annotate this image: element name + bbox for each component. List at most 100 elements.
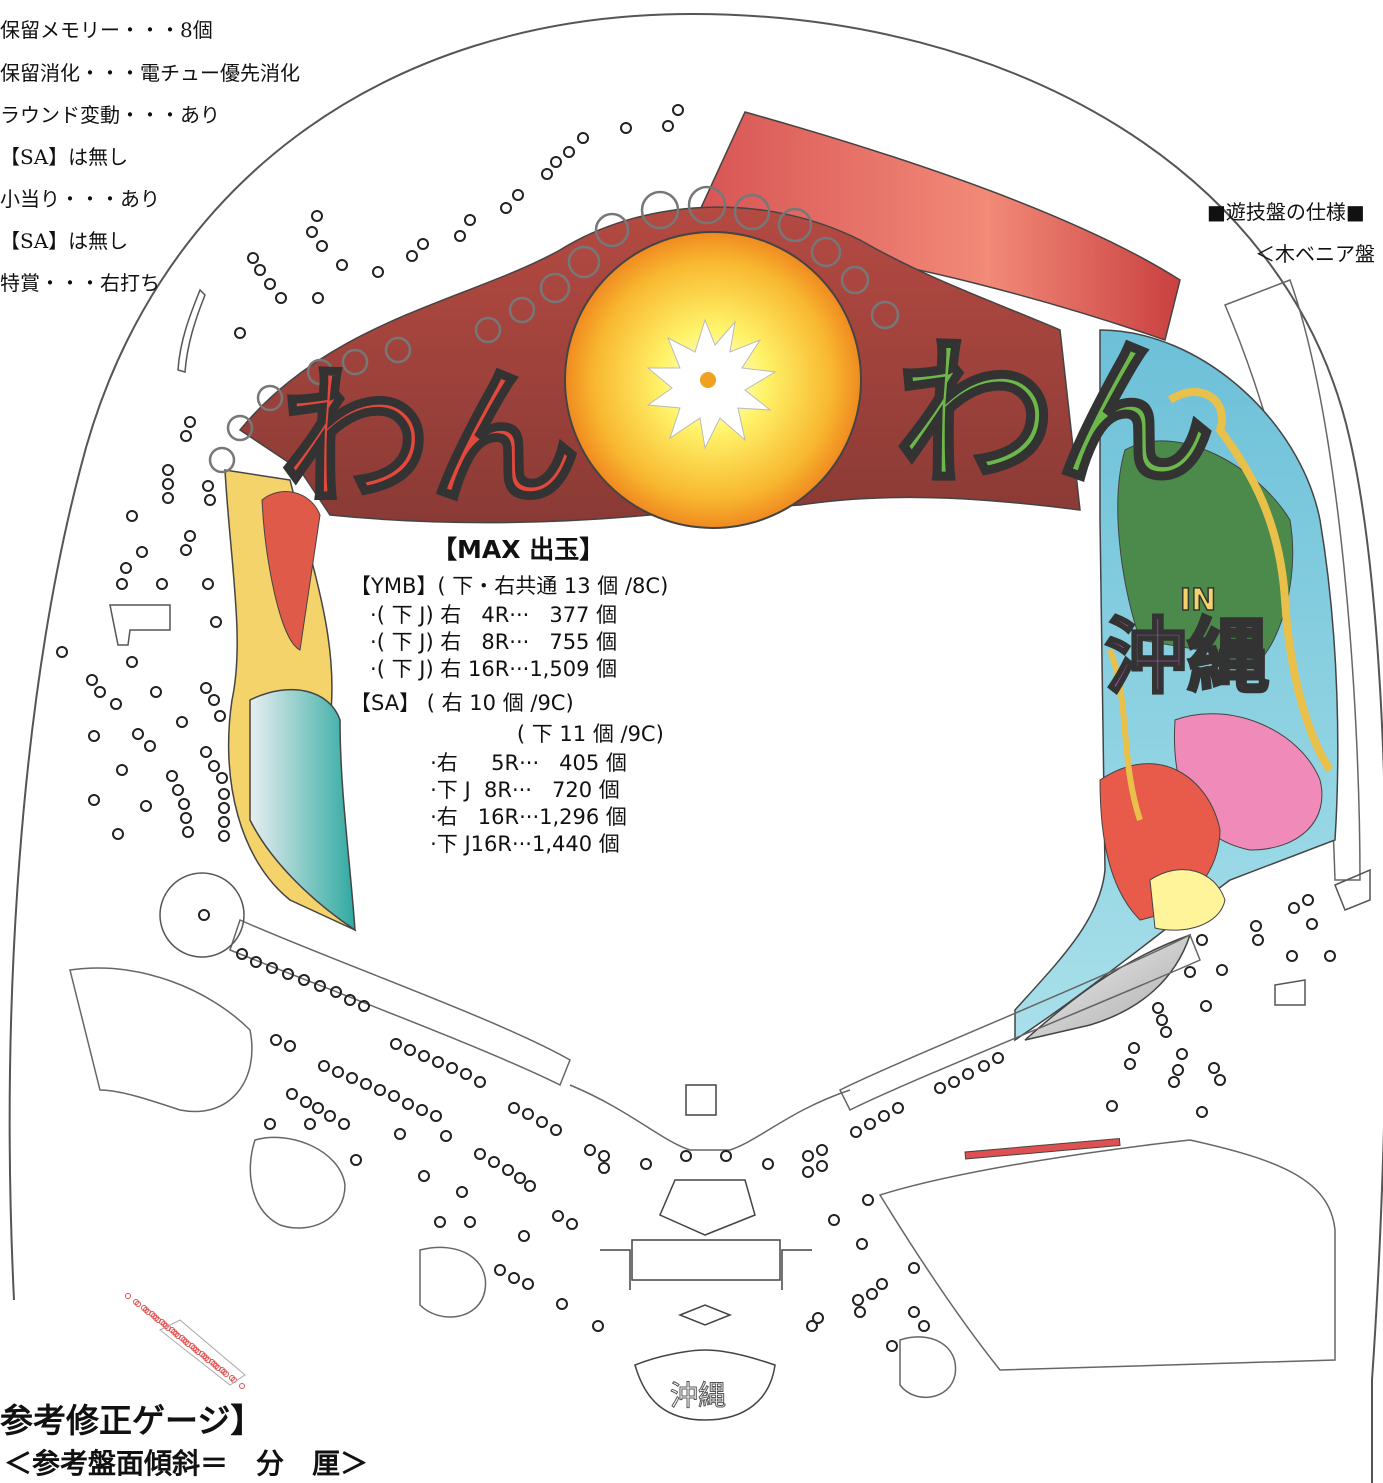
nail <box>908 1262 920 1274</box>
nail <box>508 1102 520 1114</box>
nail <box>866 1288 878 1300</box>
max-line-ymb-4r: ·( 下 J) 右 4R··· 377 個 <box>350 603 618 627</box>
nail-pins <box>56 104 1336 1352</box>
spec-sa-none-1: 【SA】は無し <box>0 145 129 169</box>
red-nail-bundle-outline <box>159 1319 246 1386</box>
nail <box>680 1150 692 1162</box>
nail <box>850 1126 862 1138</box>
nail <box>314 980 326 992</box>
nail <box>140 800 152 812</box>
nail <box>474 1148 486 1160</box>
nail <box>864 1118 876 1130</box>
nail <box>374 1084 386 1096</box>
nail <box>978 1060 990 1072</box>
max-line-sa-5r: ·右 5R··· 405 個 <box>350 751 627 775</box>
nail <box>176 716 188 728</box>
max-line-sa: 【SA】 ( 右 10 個 /9C) <box>350 691 574 715</box>
nail <box>180 430 192 442</box>
red-nail <box>169 1327 175 1333</box>
gauge-subtitle: ＜参考盤面傾斜＝ 分 厘＞ <box>4 1447 369 1480</box>
nail <box>282 968 294 980</box>
nail <box>456 1186 468 1198</box>
nail <box>892 1102 904 1114</box>
red-nail <box>141 1305 147 1311</box>
nail <box>311 210 323 222</box>
nail <box>406 250 418 262</box>
nail <box>434 1216 446 1228</box>
nail <box>156 578 168 590</box>
nail <box>502 1164 514 1176</box>
center-attacker-wings <box>600 1249 812 1290</box>
board-spec-title: ■遊技盤の仕様■ <box>1207 200 1365 224</box>
red-nail <box>125 1293 131 1299</box>
nail <box>508 1272 520 1284</box>
nail <box>1286 950 1298 962</box>
nail <box>418 1170 430 1182</box>
nail <box>338 1118 350 1130</box>
nail <box>856 1238 868 1250</box>
nail <box>1306 918 1318 930</box>
nail <box>672 104 684 116</box>
nail <box>304 1118 316 1130</box>
nail <box>204 494 216 506</box>
nail <box>284 1040 296 1052</box>
nail <box>184 530 196 542</box>
nail <box>116 578 128 590</box>
spec-memory: 保留メモリー・・・8個 <box>0 18 213 42</box>
nail <box>566 1218 578 1230</box>
center-funnel <box>569 1084 851 1151</box>
nail <box>180 544 192 556</box>
sun-core <box>700 372 716 388</box>
nail <box>210 616 222 628</box>
nail <box>270 1034 282 1046</box>
nail <box>500 202 512 214</box>
lower-left-pocket <box>69 967 253 1113</box>
left-pillar-red <box>261 491 321 651</box>
nail <box>144 740 156 752</box>
nail <box>344 994 356 1006</box>
island-right <box>899 1336 957 1399</box>
nail <box>56 646 68 658</box>
nail <box>464 214 476 226</box>
nail <box>460 1068 472 1080</box>
nail <box>330 986 342 998</box>
nail <box>360 1078 372 1090</box>
nail <box>136 546 148 558</box>
left-pillar-teal <box>249 688 356 932</box>
nail <box>556 1298 568 1310</box>
nail <box>1250 920 1262 932</box>
nail <box>878 1110 890 1122</box>
nail <box>598 1162 610 1174</box>
red-nail <box>239 1383 245 1389</box>
max-line-sa-lower: ( 下 11 個 /9C) <box>350 722 664 746</box>
nail <box>416 1104 428 1116</box>
nail <box>306 226 318 238</box>
nail <box>577 132 589 144</box>
nail <box>394 1128 406 1140</box>
nail <box>454 230 466 242</box>
nail <box>332 1066 344 1078</box>
board-outline <box>8 13 1383 1483</box>
nail <box>202 578 214 590</box>
left-pocket <box>109 604 171 646</box>
right-small-pocket <box>1274 979 1306 1006</box>
nail <box>264 278 276 290</box>
nail <box>350 1154 362 1166</box>
nail <box>286 1088 298 1100</box>
nail <box>346 1072 358 1084</box>
nail <box>116 764 128 776</box>
nail <box>172 784 184 796</box>
nail <box>132 728 144 740</box>
nail <box>592 1320 604 1332</box>
red-nail <box>133 1299 139 1305</box>
nail <box>94 686 106 698</box>
nail <box>178 798 190 810</box>
nail <box>214 710 226 722</box>
red-nail <box>179 1335 185 1341</box>
nail <box>1214 1074 1226 1086</box>
nail <box>254 264 266 276</box>
nail <box>180 812 192 824</box>
center-attacker <box>631 1239 781 1281</box>
nail <box>816 1160 828 1172</box>
